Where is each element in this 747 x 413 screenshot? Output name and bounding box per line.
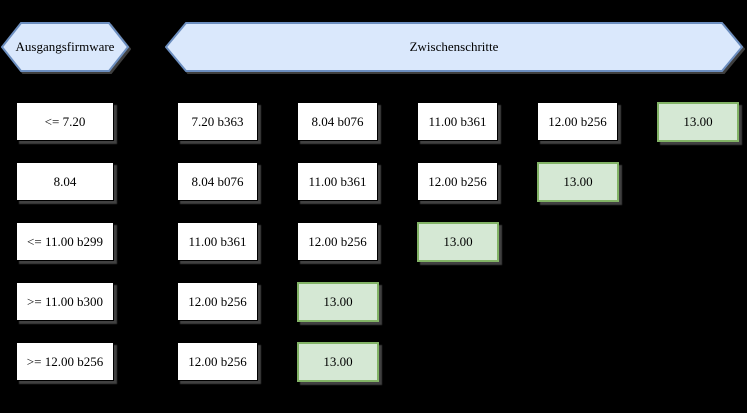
step-version-box: 8.04 b076	[297, 102, 378, 141]
target-version-box: 13.00	[417, 222, 499, 262]
step-version-box: 11.00 b361	[297, 162, 378, 201]
hexagon-banner-shape-icon	[165, 22, 743, 72]
step-version-box: 11.00 b361	[417, 102, 498, 141]
source-version-box: 8.04	[16, 162, 114, 201]
target-version-box: 13.00	[297, 342, 379, 382]
source-firmware-label: Ausgangsfirmware	[15, 39, 115, 54]
source-version-box: >= 11.00 b300	[16, 282, 114, 321]
step-version-box: 7.20 b363	[177, 102, 258, 141]
target-version-box: 13.00	[657, 102, 739, 142]
intermediate-steps-header: Zwischenschritte	[165, 22, 743, 72]
source-version-box: <= 11.00 b299	[16, 222, 114, 261]
source-version-box: >= 12.00 b256	[16, 342, 114, 381]
target-version-box: 13.00	[537, 162, 619, 202]
source-version-box: <= 7.20	[16, 102, 114, 141]
target-version-box: 13.00	[297, 282, 379, 322]
hexagon-shape-icon	[1, 22, 129, 72]
step-version-box: 12.00 b256	[537, 102, 618, 141]
step-version-box: 8.04 b076	[177, 162, 258, 201]
step-version-box: 12.00 b256	[177, 342, 258, 381]
step-version-box: 12.00 b256	[177, 282, 258, 321]
intermediate-steps-label: Zwischenschritte	[409, 39, 499, 54]
step-version-box: 12.00 b256	[297, 222, 378, 261]
source-firmware-header: Ausgangsfirmware	[1, 22, 129, 72]
step-version-box: 11.00 b361	[177, 222, 258, 261]
step-version-box: 12.00 b256	[417, 162, 498, 201]
